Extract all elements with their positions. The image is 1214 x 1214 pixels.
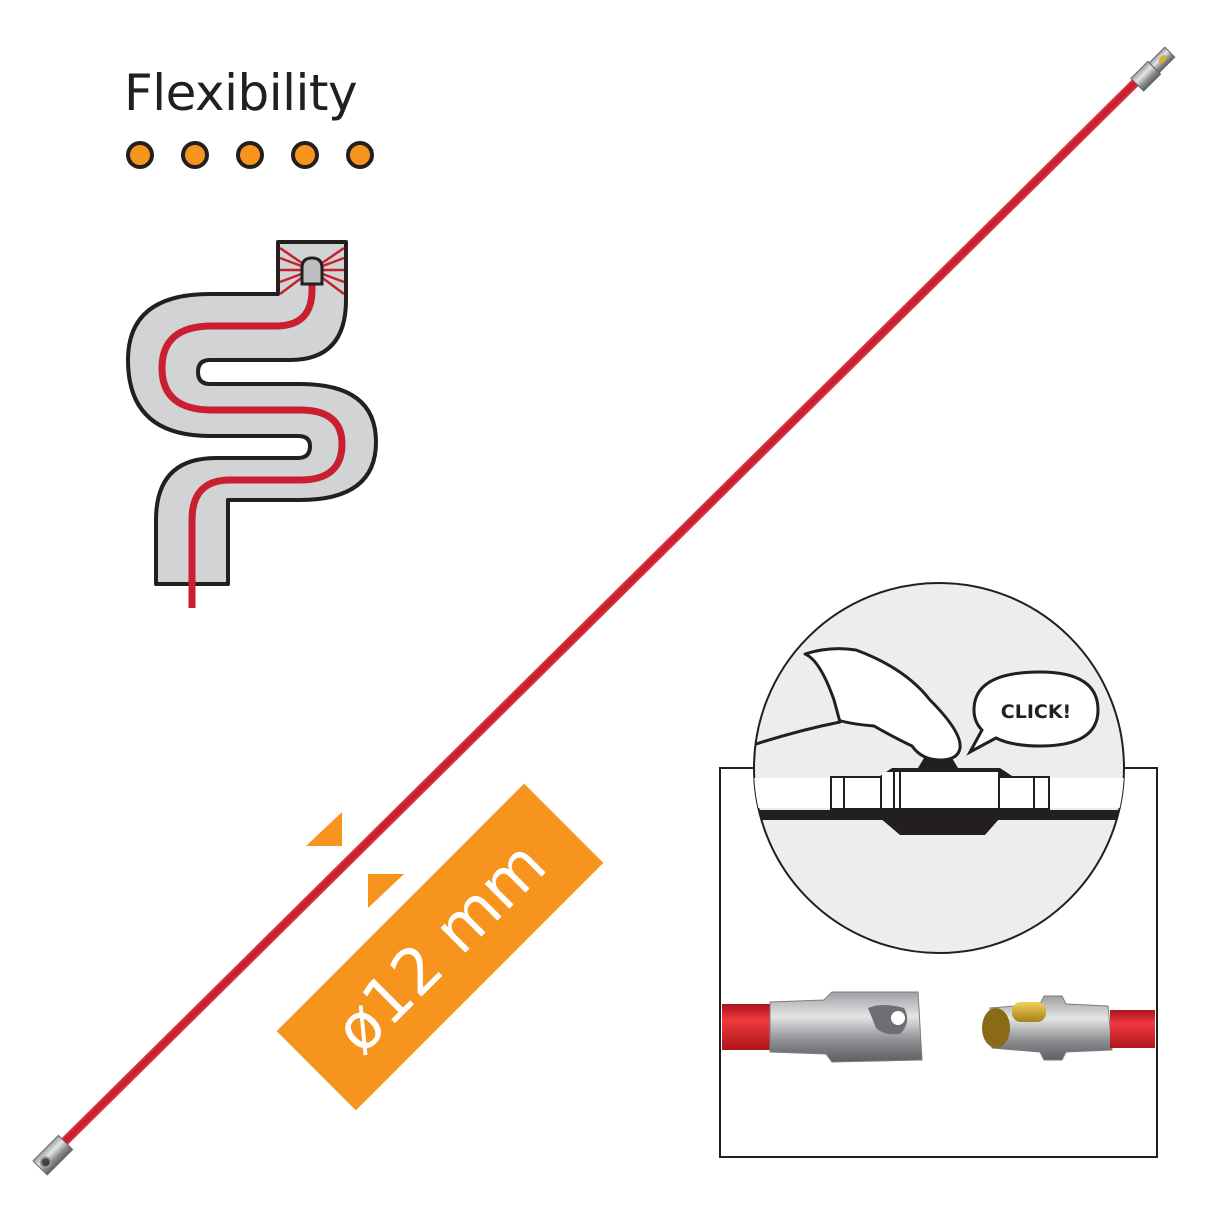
flexible-pipe-icon	[126, 240, 378, 608]
connector-zoom-icon: CLICK!	[719, 582, 1158, 1158]
speech-bubble-icon: CLICK!	[966, 670, 1100, 756]
hand-press-icon	[755, 647, 962, 762]
click-label: CLICK!	[1001, 701, 1071, 723]
rating-dot-icon	[181, 141, 209, 169]
rod-icon	[32, 46, 1176, 1176]
rating-dot-icon	[126, 141, 154, 169]
feature-title: Flexibility	[124, 64, 358, 122]
rating-dot-icon	[291, 141, 319, 169]
diameter-arrow-icon	[306, 812, 404, 908]
rating-dot-icon	[236, 141, 264, 169]
diameter-label: ø12 mm	[321, 828, 561, 1068]
flexibility-rating	[126, 141, 374, 169]
rating-dot-icon	[346, 141, 374, 169]
